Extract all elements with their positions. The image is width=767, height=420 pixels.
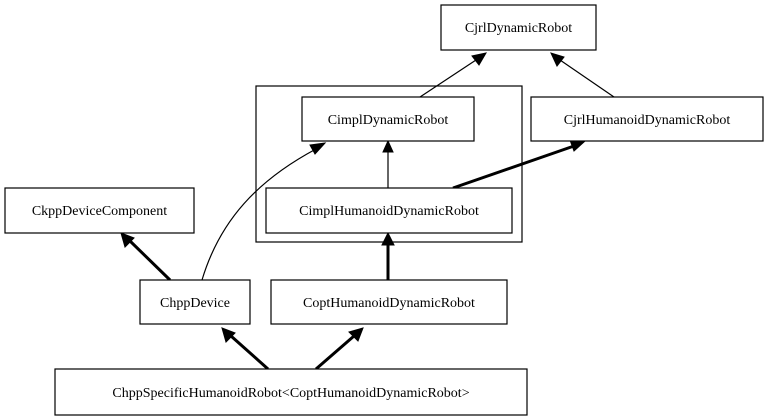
node-label: CkppDeviceComponent (32, 204, 167, 219)
edge-chppdevice-to-ckpp (120, 232, 172, 282)
node-cjrl-humanoid-dynamic-robot[interactable]: CjrlHumanoidDynamicRobot (530, 96, 764, 142)
edge-chppspecific-to-chppdevice (221, 327, 269, 371)
node-cimpl-dynamic-robot[interactable]: CimplDynamicRobot (301, 96, 475, 142)
node-label: CimplHumanoidDynamicRobot (299, 204, 479, 219)
node-copt-humanoid-dynamic-robot[interactable]: CoptHumanoidDynamicRobot (270, 279, 508, 325)
node-chpp-specific-humanoid-robot[interactable]: ChppSpecificHumanoidRobot<CoptHumanoidDy… (54, 368, 528, 416)
edge-copt-to-cimplhumanoid (381, 231, 395, 280)
edge-cimplhumanoid-to-cimpl (382, 139, 394, 188)
node-label: ChppDevice (160, 296, 230, 311)
node-chpp-device[interactable]: ChppDevice (139, 279, 251, 325)
edge-chppdevice-to-cimpl (201, 142, 327, 281)
node-label: CimplDynamicRobot (328, 113, 449, 128)
edge-cjrlhumanoid-to-cjrl (550, 52, 615, 98)
edge-cimpl-to-cjrl (419, 52, 488, 98)
node-label: ChppSpecificHumanoidRobot<CoptHumanoidDy… (112, 386, 469, 401)
edge-chppspecific-to-copt (315, 327, 364, 371)
node-label: CoptHumanoidDynamicRobot (303, 296, 475, 311)
node-label: CjrlHumanoidDynamicRobot (564, 113, 731, 128)
node-cjrl-dynamic-robot[interactable]: CjrlDynamicRobot (440, 4, 597, 51)
node-ckpp-device-component[interactable]: CkppDeviceComponent (4, 187, 195, 234)
edge-cimplhumanoid-to-cjrlhumanoid (452, 139, 587, 190)
node-label: CjrlDynamicRobot (465, 21, 572, 36)
node-cimpl-humanoid-dynamic-robot[interactable]: CimplHumanoidDynamicRobot (265, 187, 513, 234)
